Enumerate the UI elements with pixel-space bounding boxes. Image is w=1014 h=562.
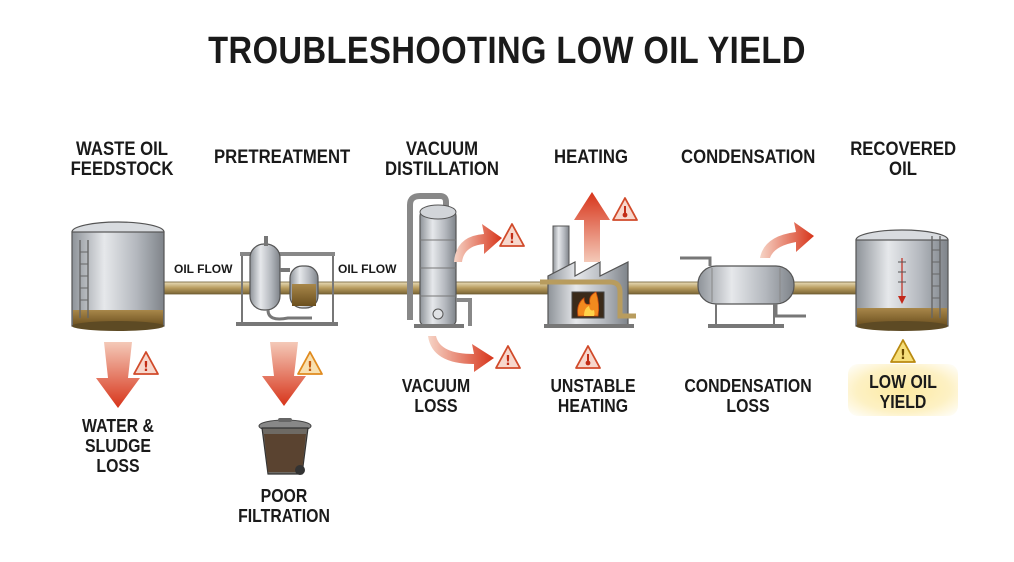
low-yield-highlight xyxy=(848,364,958,416)
pretreatment-unit xyxy=(236,236,338,326)
stage-label-condensation: CONDENSATION xyxy=(681,147,816,168)
svg-text:!: ! xyxy=(900,348,906,363)
vacuum-bottom-loss-arrow xyxy=(428,336,494,372)
flame-icon xyxy=(577,291,600,317)
feedstock-tank xyxy=(71,221,165,331)
svg-text:!: ! xyxy=(509,232,515,247)
oil-flow-label-1: OIL FLOW xyxy=(174,262,233,276)
oil-flow-label-2: OIL FLOW xyxy=(338,262,397,276)
filtration-loss-arrow xyxy=(262,342,306,406)
trash-bin-icon xyxy=(258,418,312,475)
heating-furnace xyxy=(540,225,636,328)
recovered-oil-tank xyxy=(855,229,949,331)
warning-icon: ! xyxy=(133,351,159,375)
condenser-unit xyxy=(680,256,806,328)
stage-label-pretreatment: PRETREATMENT xyxy=(214,147,351,168)
svg-text:!: ! xyxy=(143,360,149,375)
warning-icon: ! xyxy=(499,223,525,247)
condensation-loss-arrow xyxy=(760,222,814,258)
svg-text:!: ! xyxy=(505,354,511,369)
thermometer-icon xyxy=(575,345,601,369)
stage-label-heating: HEATING xyxy=(553,147,629,168)
page-title: TROUBLESHOOTING LOW OIL YIELD xyxy=(208,30,806,72)
svg-text:!: ! xyxy=(307,360,313,375)
heating-loss-arrow xyxy=(574,192,610,262)
vacuum-distillation-column xyxy=(407,193,472,328)
vacuum-top-loss-arrow xyxy=(454,224,502,262)
thermometer-icon xyxy=(612,197,638,221)
warning-icon: ! xyxy=(495,345,521,369)
water-sludge-loss-arrow xyxy=(96,342,140,408)
warning-icon: ! xyxy=(297,351,323,375)
warning-icon: ! xyxy=(890,339,916,363)
